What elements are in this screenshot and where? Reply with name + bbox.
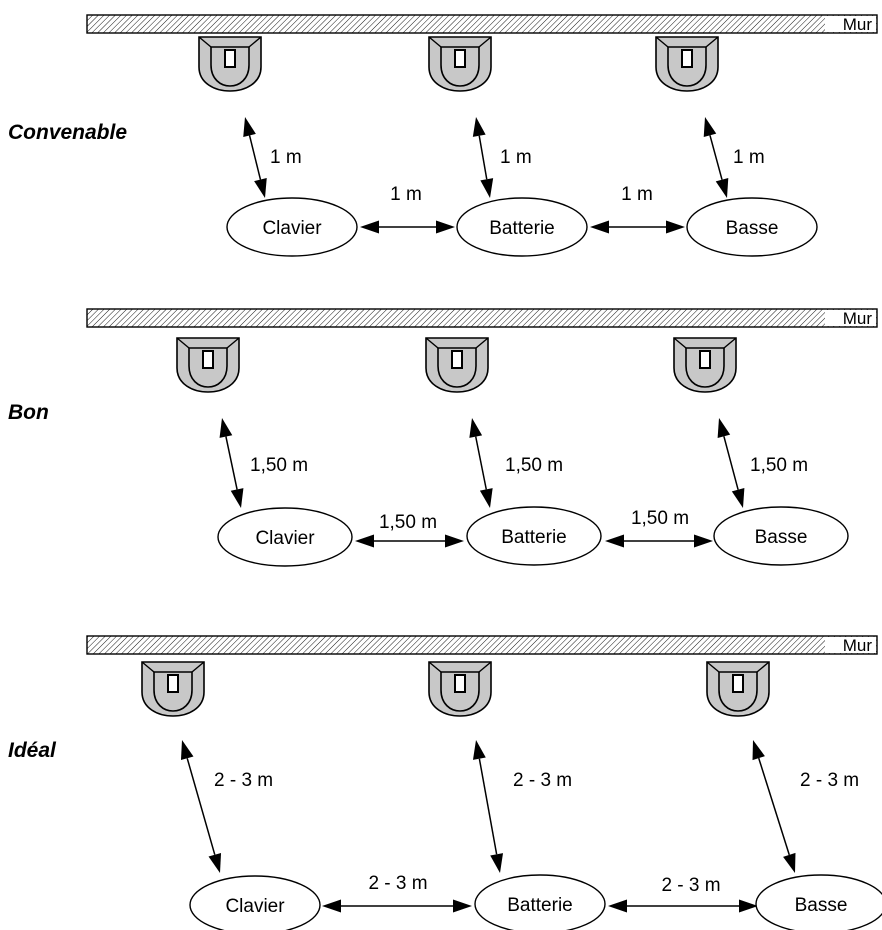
monitor-icon-basse (655, 36, 719, 92)
instrument-distance-arrow (605, 534, 713, 548)
instrument-distance-label: 1 m (390, 184, 422, 205)
wall-label: Mur (843, 309, 873, 328)
config-title: Convenable (8, 121, 127, 144)
monitor-distance-label: 1,50 m (505, 455, 563, 476)
monitor-icon-basse (673, 337, 737, 393)
monitor-distance-label: 2 - 3 m (800, 770, 859, 791)
instrument-distance-arrow (360, 220, 455, 234)
instrument-label: Clavier (262, 218, 322, 239)
instrument-distance-arrow (322, 899, 472, 913)
wall: Mur (86, 308, 878, 328)
wall-label: Mur (843, 636, 873, 655)
monitor-icon-clavier (176, 337, 240, 393)
instrument-basse: Basse (755, 874, 882, 930)
instrument-basse: Basse (686, 197, 818, 257)
instrument-distance-label: 1,50 m (379, 512, 437, 533)
monitor-icon-batterie (428, 36, 492, 92)
monitor-distance-label: 2 - 3 m (513, 770, 572, 791)
instrument-distance-arrow (608, 899, 758, 913)
instrument-label: Clavier (255, 528, 315, 549)
monitor-icon-basse (706, 661, 770, 717)
monitor-distance-label: 1,50 m (250, 455, 308, 476)
instrument-basse: Basse (713, 506, 849, 566)
instrument-label: Basse (755, 527, 808, 548)
instrument-batterie: Batterie (466, 506, 602, 566)
instrument-label: Basse (726, 218, 779, 239)
instrument-distance-label: 1 m (621, 184, 653, 205)
instrument-distance-arrow (590, 220, 685, 234)
instrument-clavier: Clavier (217, 507, 353, 567)
monitor-distance-arrow (472, 117, 494, 198)
instrument-label: Clavier (225, 896, 285, 917)
wall: Mur (86, 14, 878, 34)
instrument-batterie: Batterie (474, 874, 606, 930)
monitor-distance-arrow (243, 117, 267, 198)
config-title: Bon (8, 401, 49, 424)
monitor-distance-label: 1 m (500, 147, 532, 168)
wall: Mur (86, 635, 878, 655)
monitor-distance-arrow (703, 117, 729, 198)
monitor-icon-batterie (425, 337, 489, 393)
monitor-distance-label: 1 m (733, 147, 765, 168)
config-title: Idéal (8, 739, 57, 762)
monitor-icon-batterie (428, 661, 492, 717)
instrument-clavier: Clavier (189, 875, 321, 930)
monitor-distance-arrow (219, 418, 244, 508)
instrument-clavier: Clavier (226, 197, 358, 257)
monitor-distance-label: 1,50 m (750, 455, 808, 476)
instrument-label: Basse (795, 895, 848, 916)
monitor-distance-arrow (469, 418, 493, 508)
instrument-distance-arrow (355, 534, 464, 548)
monitor-icon-clavier (198, 36, 262, 92)
monitor-distance-arrow (180, 740, 222, 873)
instrument-label: Batterie (507, 895, 572, 916)
instrument-distance-label: 2 - 3 m (368, 873, 427, 894)
monitor-distance-arrow (472, 740, 504, 873)
instrument-label: Batterie (501, 527, 566, 548)
monitor-distance-label: 2 - 3 m (214, 770, 273, 791)
monitor-distance-arrow (717, 418, 745, 508)
monitor-icon-clavier (141, 661, 205, 717)
monitor-distance-arrow (752, 740, 796, 873)
wall-label: Mur (843, 15, 873, 34)
instrument-batterie: Batterie (456, 197, 588, 257)
instrument-distance-label: 2 - 3 m (661, 875, 720, 896)
instrument-label: Batterie (489, 218, 554, 239)
monitor-distance-label: 1 m (270, 147, 302, 168)
instrument-distance-label: 1,50 m (631, 508, 689, 529)
